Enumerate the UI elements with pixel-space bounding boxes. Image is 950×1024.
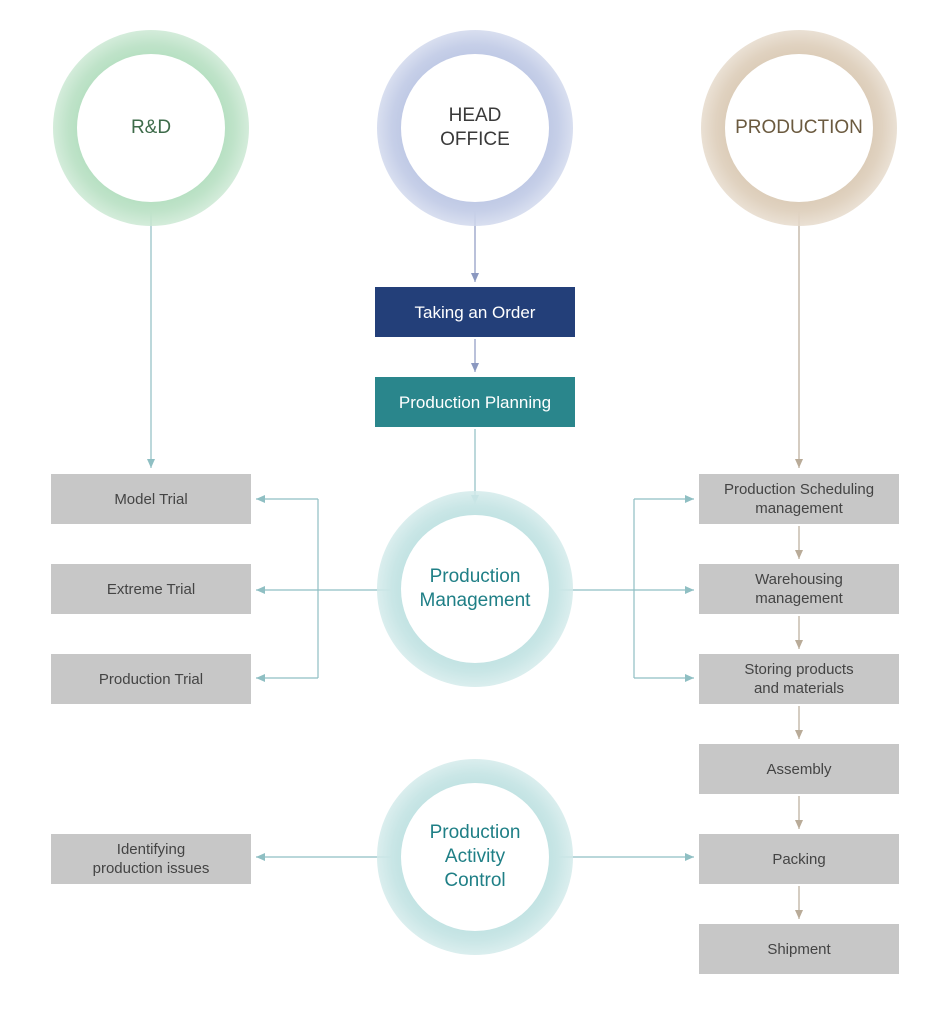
shipment-box: Shipment [699, 924, 899, 974]
packing-box: Packing [699, 834, 899, 884]
assembly-box: Assembly [699, 744, 899, 794]
storing-products-box: Storing products and materials [699, 654, 899, 704]
head-office-circle: HEAD OFFICE [401, 54, 549, 202]
identifying-issues-box: Identifying production issues [51, 834, 251, 884]
production-planning-box: Production Planning [375, 377, 575, 427]
production-circle: PRODUCTION [725, 54, 873, 202]
taking-order-box: Taking an Order [375, 287, 575, 337]
warehousing-box: Warehousing management [699, 564, 899, 614]
production-management-circle: Production Management [401, 515, 549, 663]
model-trial-box: Model Trial [51, 474, 251, 524]
production-trial-box: Production Trial [51, 654, 251, 704]
extreme-trial-box: Extreme Trial [51, 564, 251, 614]
production-activity-control-circle: Production Activity Control [401, 783, 549, 931]
rd-circle: R&D [77, 54, 225, 202]
production-scheduling-box: Production Scheduling management [699, 474, 899, 524]
